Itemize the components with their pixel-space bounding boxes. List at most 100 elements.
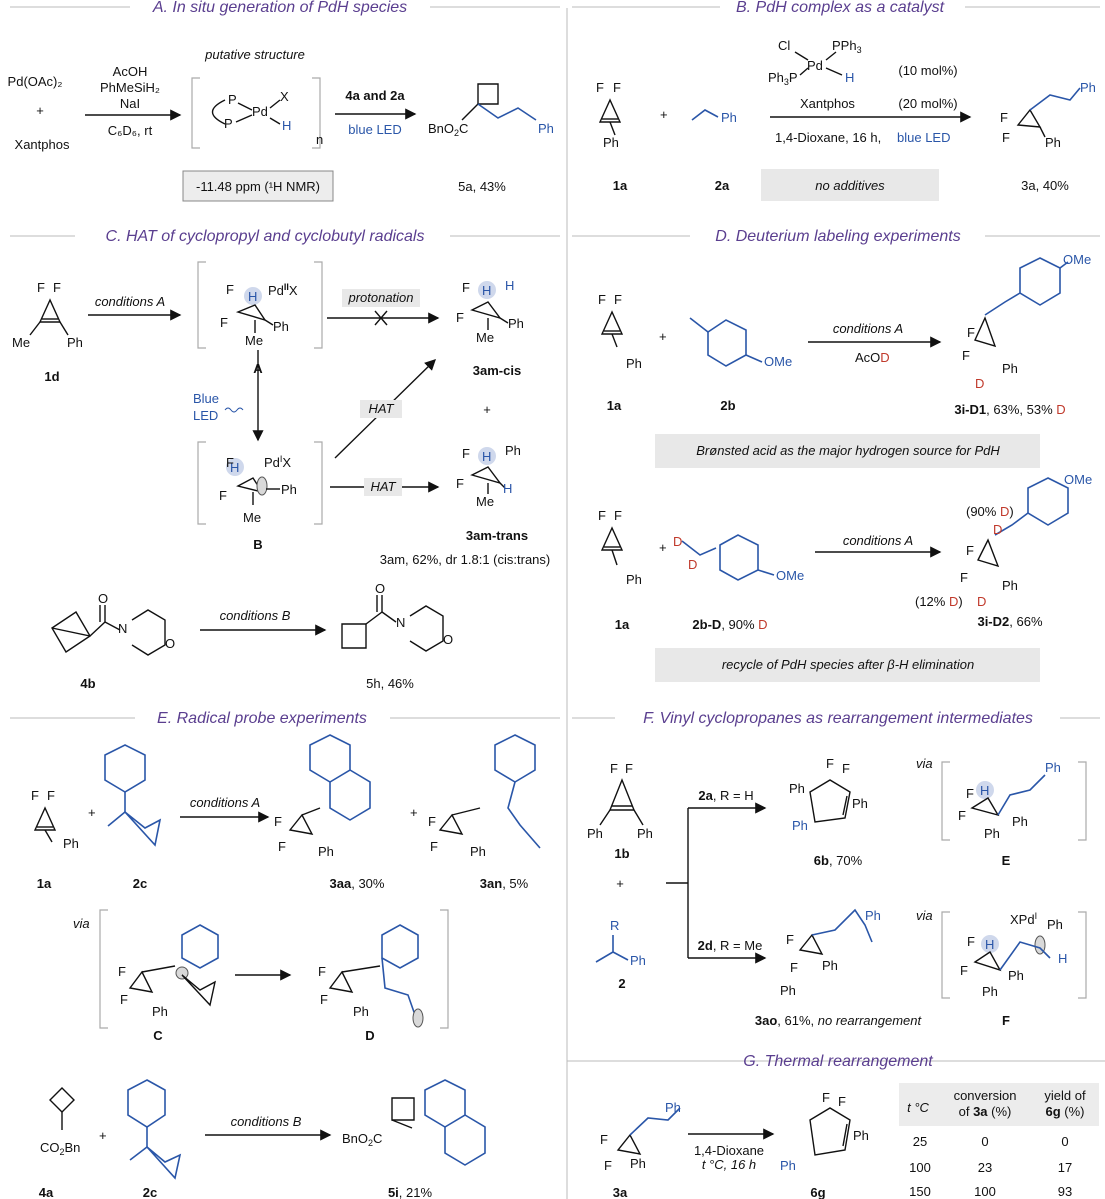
product-3i-d2-label: 3i-D2, 66% [977, 614, 1042, 629]
ligand-loading: (20 mol%) [898, 96, 957, 111]
svg-text:PdIX: PdIX [264, 454, 291, 470]
label-3ao: 3ao, 61%, no rearrangement [755, 1013, 923, 1028]
svg-text:+: + [616, 876, 624, 891]
svg-text:F: F [462, 446, 470, 461]
table-cell: 0 [981, 1134, 988, 1149]
table-cell: 17 [1058, 1160, 1072, 1175]
svg-text:Ph: Ph [1045, 135, 1061, 150]
section-b-title: B. PdH complex as a catalyst [736, 0, 945, 16]
svg-text:F: F [456, 310, 464, 325]
table-cell: 25 [913, 1134, 927, 1149]
svg-text:Ph: Ph [63, 836, 79, 851]
svg-text:Me: Me [476, 330, 494, 345]
bracket-right [312, 77, 321, 149]
pd-complex-b: Cl PPh3 Pd Ph3P H [768, 38, 862, 87]
svg-text:D: D [977, 594, 986, 609]
svg-text:Ph: Ph [508, 316, 524, 331]
svg-text:OMe: OMe [1064, 472, 1092, 487]
section-a-title: A. In situ generation of PdH species [152, 0, 407, 16]
section-d-title: D. Deuterium labeling experiments [715, 228, 960, 245]
note2-box [655, 648, 1040, 682]
note-recycle: recycle of PdH species after β-H elimina… [722, 657, 974, 672]
cond-a-d: conditions A [833, 321, 903, 336]
product-3i-d1-label: 3i-D1, 63%, 53% D [954, 402, 1065, 417]
table-cell: 100 [909, 1160, 931, 1175]
solvent-b: 1,4-Dioxane, 16 h, [775, 130, 881, 145]
structure-4b: O N O [51, 591, 175, 656]
label-4a-e: 4a [39, 1185, 54, 1199]
svg-text:F: F [1000, 110, 1008, 125]
putative-label: putative structure [204, 47, 305, 62]
plus-sign: + [36, 103, 44, 118]
svg-text:N: N [118, 621, 127, 636]
table-header-yield: yield of [1044, 1088, 1086, 1103]
svg-text:OMe: OMe [776, 568, 804, 583]
structure-2c-b [127, 1079, 182, 1180]
svg-text:H: H [845, 70, 854, 85]
label-2a: 2a [715, 178, 730, 193]
structure-5i: BnO2C [342, 1079, 486, 1166]
svg-text:F: F [625, 761, 633, 776]
structure-2: R Ph [595, 918, 646, 968]
svg-text:PdIIX: PdIIX [268, 282, 298, 298]
structure-5h: O N O [341, 581, 453, 652]
svg-text:Ph: Ph [665, 1100, 681, 1115]
intermediate-F: H XPdI Ph FF Ph Ph H [960, 911, 1067, 999]
svg-text:Ph3P: Ph3P [768, 70, 798, 87]
svg-text:Ph: Ph [1002, 578, 1018, 593]
cond-acoh: AcOH [113, 64, 148, 79]
structure-3ao: FF Ph Ph Ph [780, 908, 881, 998]
via-label-e: via [73, 916, 90, 931]
svg-text:OMe: OMe [764, 354, 792, 369]
svg-text:H: H [980, 783, 989, 798]
svg-text:F: F [614, 292, 622, 307]
product-3a-label: 3a, 40% [1021, 178, 1069, 193]
svg-text:Me: Me [12, 335, 30, 350]
svg-text:H: H [503, 481, 512, 496]
svg-text:F: F [960, 570, 968, 585]
d90-label: (90% D) [966, 504, 1014, 519]
svg-text:F: F [37, 280, 45, 295]
svg-text:F: F [456, 476, 464, 491]
nmr-box [182, 170, 334, 202]
label-6b: 6b, 70% [814, 853, 863, 868]
cond-g1: 1,4-Dioxane [694, 1143, 764, 1158]
svg-text:H: H [482, 283, 491, 298]
note-bronsted: Brønsted acid as the major hydrogen sour… [696, 443, 1000, 458]
cond-blue-led: blue LED [348, 122, 401, 137]
svg-text:Ph: Ph [1008, 968, 1024, 983]
svg-text:Ph: Ph [1002, 361, 1018, 376]
svg-text:LED: LED [193, 408, 218, 423]
label-6g: 6g [810, 1185, 825, 1199]
svg-text:BnO2C: BnO2C [428, 121, 468, 138]
label-3aa: 3aa, 30% [330, 876, 385, 891]
d12-label: (12% D) [915, 594, 963, 609]
svg-text:F: F [318, 964, 326, 979]
svg-text:F: F [598, 508, 606, 523]
svg-text:Ph: Ph [853, 1128, 869, 1143]
label-1a: 1a [613, 178, 628, 193]
via-label-f1: via [916, 756, 933, 771]
svg-text:+: + [410, 805, 418, 820]
svg-text:H: H [482, 449, 491, 464]
hat-label-2: HAT [370, 479, 396, 494]
svg-text:Ph: Ph [630, 953, 646, 968]
label-1d: 1d [44, 369, 59, 384]
svg-text:R: R [610, 918, 619, 933]
cond-solvent: C₆D₆, rt [108, 123, 153, 138]
svg-text:F: F [967, 325, 975, 340]
table-header-conv: conversion [954, 1088, 1017, 1103]
product-5a-label: 5a, 43% [458, 179, 506, 194]
svg-text:F: F [842, 761, 850, 776]
svg-text:F: F [966, 786, 974, 801]
no-additives: no additives [815, 178, 885, 193]
label-5h: 5h, 46% [366, 676, 414, 691]
svg-text:O: O [165, 636, 175, 651]
svg-text:F: F [219, 488, 227, 503]
svg-text:F: F [613, 80, 621, 95]
svg-text:F: F [600, 1132, 608, 1147]
pd-oac2-label: Pd(OAc)₂ [8, 74, 63, 89]
